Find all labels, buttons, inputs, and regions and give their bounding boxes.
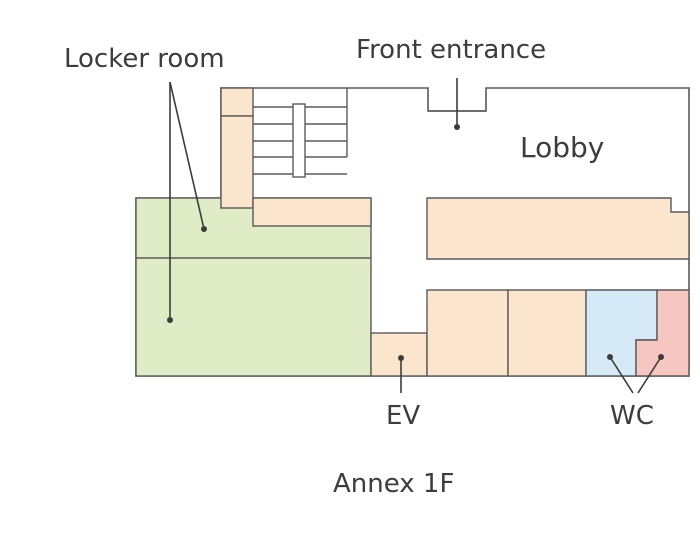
room-bottom-2[interactable] [507, 289, 587, 377]
room-upper-left-small[interactable] [220, 87, 254, 117]
label-locker-room: Locker room [64, 44, 225, 74]
leader-wc-1 [609, 356, 634, 394]
wc-womens[interactable] [635, 289, 690, 377]
label-ev: EV [386, 401, 420, 431]
stairs [253, 88, 348, 178]
label-front-entrance: Front entrance [356, 35, 546, 65]
label-floor: Annex 1F [333, 469, 454, 499]
marker-locker-1 [201, 226, 207, 232]
locker-room[interactable] [135, 197, 372, 377]
marker-wc-mens [607, 354, 613, 360]
room-upper-left-tall[interactable] [220, 115, 254, 209]
elevator[interactable] [370, 332, 428, 377]
leader-wc-2 [637, 356, 662, 394]
room-corridor-strip[interactable] [252, 197, 372, 227]
room-lobby-side[interactable] [426, 197, 690, 260]
marker-ev [398, 355, 404, 361]
label-lobby: Lobby [520, 131, 604, 164]
leader-locker-1 [169, 81, 205, 230]
marker-locker-2 [167, 317, 173, 323]
marker-wc-womens [658, 354, 664, 360]
marker-entrance [454, 124, 460, 130]
room-bottom-1[interactable] [426, 289, 509, 377]
label-wc: WC [610, 401, 654, 431]
